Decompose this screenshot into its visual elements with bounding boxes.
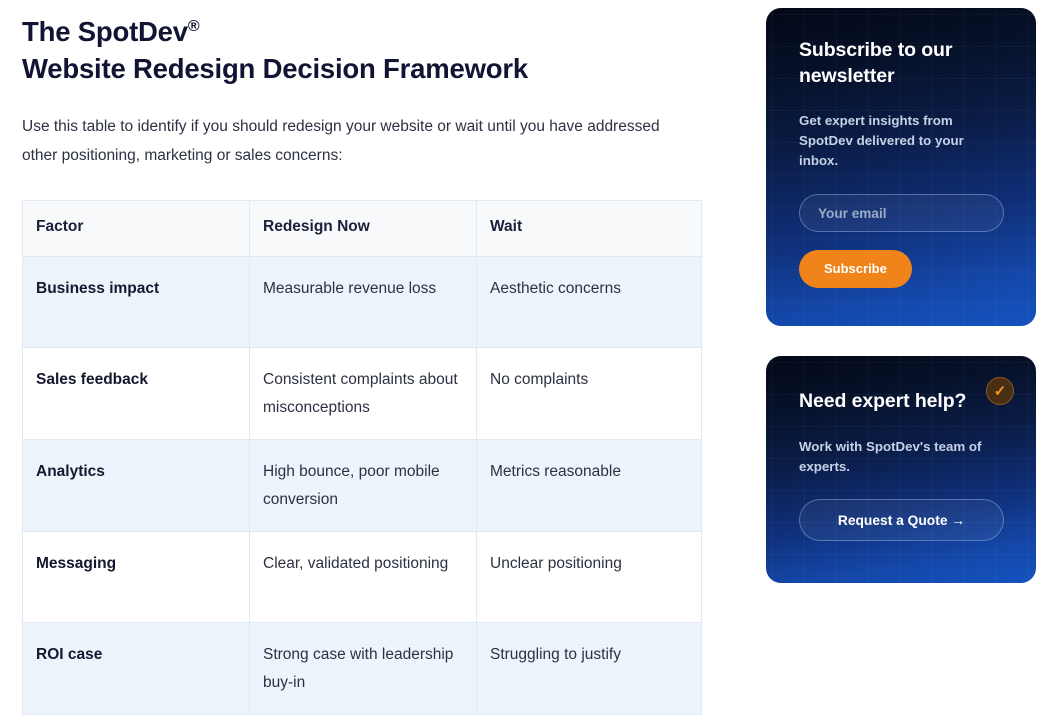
table-body: Business impact Measurable revenue loss … xyxy=(22,256,702,716)
cell-factor: Business impact xyxy=(22,256,250,348)
table-row: Sales feedback Consistent complaints abo… xyxy=(22,346,702,441)
request-quote-button[interactable]: Request a Quote → xyxy=(799,499,1004,542)
page-title-line1: The SpotDev xyxy=(22,16,188,47)
column-header-wait: Wait xyxy=(476,200,702,257)
cell-factor: Messaging xyxy=(22,531,250,624)
cell-wait: No complaints xyxy=(476,346,702,441)
intro-paragraph: Use this table to identify if you should… xyxy=(22,118,660,164)
table-row: Business impact Measurable revenue loss … xyxy=(22,256,702,348)
cell-factor: Analytics xyxy=(22,439,250,533)
newsletter-title: Subscribe to our newsletter xyxy=(799,39,953,87)
check-icon: ✓ xyxy=(986,377,1014,405)
cell-wait: Metrics reasonable xyxy=(476,439,702,533)
table-row: ROI case Strong case with leadership buy… xyxy=(22,622,702,716)
framework-table: Factor Redesign Now Wait Business impact… xyxy=(22,200,702,716)
cell-redesign-now: Clear, validated positioning xyxy=(249,531,477,624)
cell-factor: Sales feedback xyxy=(22,346,250,441)
table-row: Analytics High bounce, poor mobile conve… xyxy=(22,439,702,533)
main-content: The SpotDev® Website Redesign Decision F… xyxy=(22,0,722,721)
column-header-redesign-now: Redesign Now xyxy=(249,200,477,257)
cell-redesign-now: Measurable revenue loss xyxy=(249,256,477,348)
column-header-factor: Factor xyxy=(22,200,250,257)
subscribe-button[interactable]: Subscribe xyxy=(799,250,912,289)
framework-table-wrapper: Factor Redesign Now Wait Business impact… xyxy=(22,200,702,716)
newsletter-card: Subscribe to our newsletter Get expert i… xyxy=(766,8,1036,326)
page-title: The SpotDev® Website Redesign Decision F… xyxy=(22,0,722,87)
table-header: Factor Redesign Now Wait xyxy=(22,200,702,257)
cell-wait: Unclear positioning xyxy=(476,531,702,624)
cell-wait: Struggling to justify xyxy=(476,622,702,716)
expert-help-title: Need expert help? xyxy=(799,390,967,412)
registered-trademark-icon: ® xyxy=(187,17,200,35)
expert-help-card: ✓ Need expert help? Work with SpotDev's … xyxy=(766,356,1036,583)
cell-redesign-now: Strong case with leadership buy-in xyxy=(249,622,477,716)
cell-wait: Aesthetic concerns xyxy=(476,256,702,348)
table-header-row: Factor Redesign Now Wait xyxy=(22,200,702,257)
cell-redesign-now: Consistent complaints about misconceptio… xyxy=(249,346,477,441)
newsletter-description: Get expert insights from SpotDev deliver… xyxy=(799,112,964,169)
table-row: Messaging Clear, validated positioning U… xyxy=(22,531,702,624)
expert-help-description: Work with SpotDev's team of experts. xyxy=(799,438,982,475)
cell-factor: ROI case xyxy=(22,622,250,716)
sidebar: Subscribe to our newsletter Get expert i… xyxy=(766,8,1036,583)
cell-redesign-now: High bounce, poor mobile conversion xyxy=(249,439,477,533)
page-title-line2: Website Redesign Decision Framework xyxy=(22,52,528,84)
email-input[interactable] xyxy=(799,194,1004,233)
